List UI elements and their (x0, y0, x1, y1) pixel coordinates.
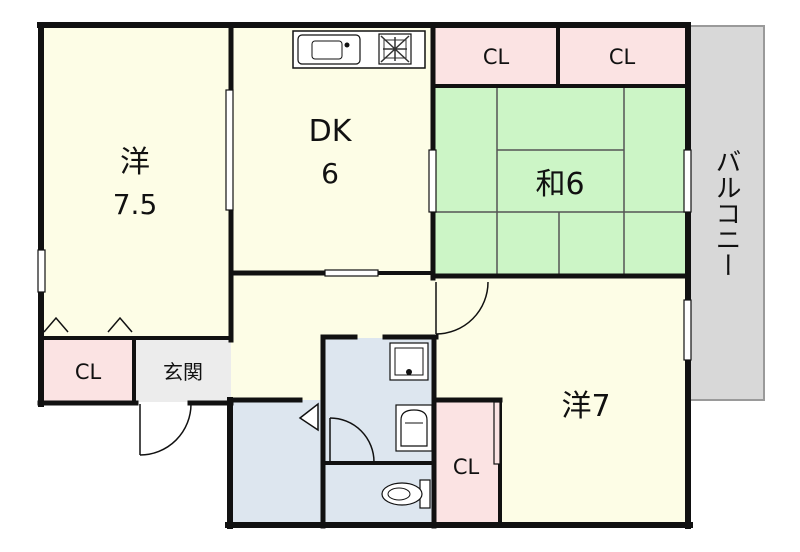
closet-label-top-right: CL (609, 45, 636, 69)
western-left-name: 洋 (120, 145, 150, 180)
washing-machine-icon (389, 342, 429, 381)
entrance-label: 玄関 (163, 360, 203, 384)
balcony-label: バルコニー (711, 148, 741, 278)
closet-top-right (558, 26, 688, 86)
room-washitsu (434, 86, 688, 274)
washbasin-icon (395, 404, 433, 452)
closet-bottom (436, 402, 500, 524)
washitsu-label: 和6 (535, 167, 584, 202)
closet-label-bottom: CL (453, 455, 480, 479)
entrance (136, 340, 231, 402)
stove-icon (378, 33, 412, 65)
western-right-label: 洋7 (561, 389, 610, 424)
balcony (687, 25, 765, 401)
doors (43, 281, 489, 463)
windows (37, 89, 692, 465)
closet-label-top-left: CL (483, 45, 510, 69)
walls (37, 22, 693, 529)
dk-name: DK (309, 114, 353, 149)
closet-entrance (42, 340, 132, 402)
closet-label-entrance: CL (75, 360, 102, 384)
closet-top-left (434, 26, 558, 86)
western-left-size: 7.5 (113, 188, 158, 221)
room-western-left (42, 26, 231, 338)
dk-size: 6 (321, 157, 339, 190)
tatami-lines (434, 86, 688, 274)
toilet-icon (381, 479, 431, 509)
